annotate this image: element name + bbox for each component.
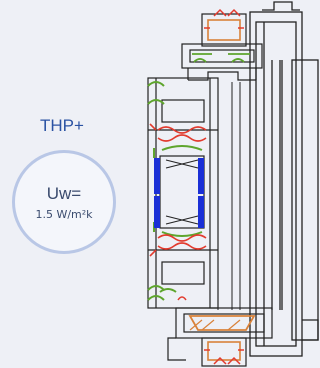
sash-green-gaskets [147, 81, 203, 301]
top-insulation [204, 8, 244, 41]
bottom-insulation [159, 288, 256, 365]
top-green-gaskets [192, 53, 250, 63]
outer-frame [249, 1, 319, 357]
system-label: THP+ [40, 116, 84, 135]
red-glazing-gaskets [149, 123, 207, 257]
glass-panes [217, 82, 241, 310]
uw-badge-title: Uw= [46, 183, 82, 203]
window-profile-cross-section [147, 1, 319, 367]
glazing-unit [154, 155, 205, 229]
uw-value-badge: Uw= 1.5 W/m²k [12, 150, 116, 254]
bottom-frame [167, 307, 273, 367]
uw-badge-value: 1.5 W/m²k [35, 207, 93, 221]
